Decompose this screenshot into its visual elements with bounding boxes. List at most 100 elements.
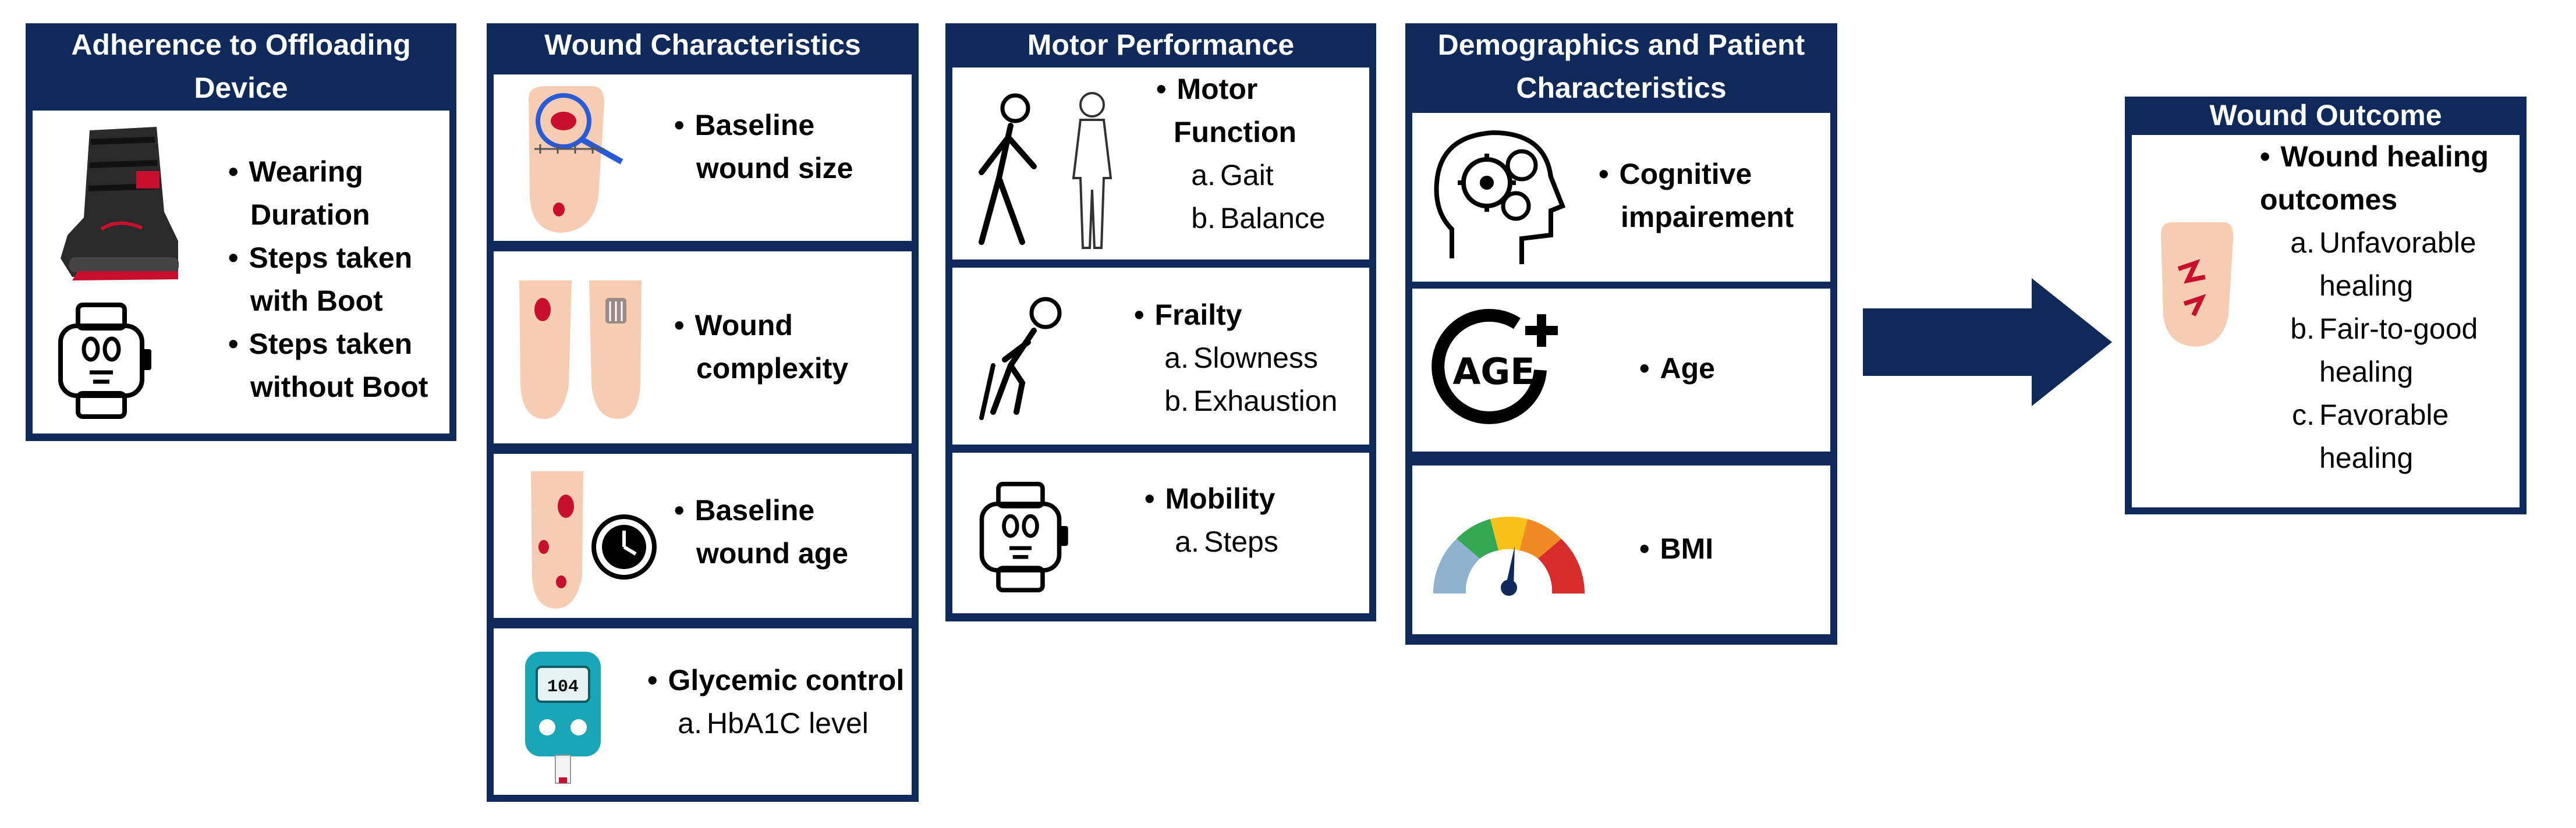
frailty-text: Frailty a. Slowness b. Exhaustion bbox=[1134, 293, 1338, 422]
wound-outcome-title: Wound Outcome bbox=[2209, 99, 2442, 132]
feet-wounds-icon bbox=[508, 269, 653, 426]
sub-text: Slowness bbox=[1193, 342, 1318, 374]
wound-outcome-label: Wound healing bbox=[2260, 135, 2489, 178]
marker: b. bbox=[1191, 202, 1216, 234]
wound-complexity-label-cont: complexity bbox=[696, 352, 849, 385]
glycemic-label: Glycemic control bbox=[647, 659, 905, 702]
adherence-item-3-cont: without Boot bbox=[250, 371, 428, 403]
wound-size-label: Baseline bbox=[674, 104, 853, 147]
marker: a. bbox=[1191, 159, 1216, 191]
sub-text: Favorable bbox=[2319, 399, 2449, 431]
frailty-card: Frailty a. Slowness b. Exhaustion bbox=[952, 268, 1369, 445]
wound-age-text: Baseline wound age bbox=[674, 489, 849, 575]
marker: b. bbox=[1164, 385, 1189, 417]
wound-size-text: Baseline wound size bbox=[674, 104, 853, 190]
adherence-group: Adherence to Offloading Device bbox=[26, 23, 456, 441]
foot-clock-icon bbox=[508, 465, 659, 611]
outcome-sub-favorable-cont: healing bbox=[2260, 436, 2489, 479]
wound-age-label: Baseline bbox=[674, 489, 848, 532]
motor-function-sub-gait: a. Gait bbox=[1156, 154, 1326, 197]
wound-characteristics-group: Wound Characteristics Baseline wound siz… bbox=[487, 23, 919, 802]
sub-text: Gait bbox=[1220, 159, 1274, 191]
bmi-text: BMI bbox=[1639, 527, 1714, 570]
adherence-card: Wearing Duration Steps taken with Boot S… bbox=[33, 111, 449, 433]
smartwatch-icon bbox=[43, 303, 160, 419]
body-figure-icon bbox=[1063, 91, 1121, 254]
adherence-text: Wearing Duration Steps taken with Boot S… bbox=[228, 150, 428, 408]
age-card: AGE Age bbox=[1412, 289, 1830, 452]
sub-text: Fair-to-good bbox=[2319, 312, 2478, 345]
glycemic-sub: a. HbA1C level bbox=[647, 702, 904, 745]
demographics-title-line-2: Characteristics bbox=[1516, 72, 1727, 104]
offloading-boot-icon bbox=[49, 119, 183, 299]
glucometer-icon: 104 bbox=[519, 646, 607, 786]
demographics-title-line-1: Demographics and Patient bbox=[1437, 29, 1805, 61]
wound-outcome-text: Wound healing outcomes a. Unfavorable he… bbox=[2260, 135, 2489, 479]
glycemic-text: Glycemic control a. HbA1C level bbox=[647, 659, 905, 745]
marker: a. bbox=[1175, 525, 1199, 558]
adherence-title-line-2: Device bbox=[194, 72, 288, 104]
wound-complexity-card: Wound complexity bbox=[494, 251, 912, 443]
motor-function-sub-balance: b. Balance bbox=[1156, 197, 1326, 240]
outcome-sub-fair-cont: healing bbox=[2260, 350, 2489, 393]
mobility-text: Mobility a. Steps bbox=[1145, 477, 1278, 563]
wound-age-card: Baseline wound age bbox=[494, 454, 912, 618]
adherence-title-line-1: Adherence to Offloading bbox=[71, 29, 411, 61]
sub-text: Unfavorable bbox=[2319, 226, 2476, 259]
adherence-item-2-cont: with Boot bbox=[250, 285, 383, 317]
glycemic-sub-marker: a. bbox=[678, 707, 702, 740]
frailty-label: Frailty bbox=[1134, 293, 1337, 336]
wound-outcome-group: Wound Outcome Wound healing outcomes a. … bbox=[2125, 97, 2527, 514]
mobility-label: Mobility bbox=[1145, 477, 1278, 520]
wound-complexity-label: Wound bbox=[674, 304, 848, 347]
glycemic-sub-text: HbA1C level bbox=[707, 707, 869, 740]
mobility-card: Mobility a. Steps bbox=[952, 453, 1369, 613]
outcome-sub-unfavorable: a. Unfavorable bbox=[2260, 221, 2489, 264]
marker: a. bbox=[1164, 342, 1189, 374]
motor-function-label: Motor bbox=[1156, 67, 1326, 111]
sub-text: healing bbox=[2319, 442, 2414, 474]
wound-outcome-card: Wound healing outcomes a. Unfavorable he… bbox=[2132, 135, 2520, 507]
age-text: Age bbox=[1639, 347, 1715, 390]
wound-age-label-cont: wound age bbox=[696, 537, 849, 570]
adherence-item-1-cont: Duration bbox=[250, 198, 370, 231]
motor-performance-title: Motor Performance bbox=[1027, 29, 1295, 61]
age-label: Age bbox=[1639, 347, 1715, 390]
sub-text: Steps bbox=[1204, 525, 1278, 558]
motor-function-text: Motor Function a. Gait b. Balance bbox=[1156, 67, 1326, 240]
sub-text: healing bbox=[2319, 356, 2414, 388]
frail-person-icon bbox=[970, 296, 1075, 424]
adherence-item-1: Wearing bbox=[228, 150, 428, 193]
cognitive-text: Cognitive impairement bbox=[1599, 152, 1794, 239]
cognitive-card: Cognitive impairement bbox=[1412, 113, 1830, 282]
wound-size-card: Baseline wound size bbox=[494, 74, 912, 241]
demographics-title: Demographics and Patient Characteristics bbox=[1405, 23, 1837, 109]
marker: b. bbox=[2290, 312, 2315, 345]
mobility-sub-steps: a. Steps bbox=[1145, 520, 1278, 563]
outcome-sub-fair: b. Fair-to-good bbox=[2260, 307, 2489, 350]
bmi-gauge-icon bbox=[1422, 500, 1596, 599]
motor-function-label-cont: Function bbox=[1174, 116, 1297, 148]
motor-function-card: Motor Function a. Gait b. Balance bbox=[952, 67, 1369, 260]
wound-characteristics-title: Wound Characteristics bbox=[544, 29, 861, 61]
wound-size-label-cont: wound size bbox=[696, 152, 853, 184]
frailty-sub-slowness: a. Slowness bbox=[1134, 336, 1337, 379]
frailty-sub-exhaustion: b. Exhaustion bbox=[1134, 379, 1337, 422]
smartwatch-icon bbox=[965, 482, 1076, 592]
sub-text: Exhaustion bbox=[1193, 385, 1338, 417]
sub-text: Balance bbox=[1220, 202, 1326, 234]
outcome-sub-unfavorable-cont: healing bbox=[2260, 264, 2489, 307]
glucometer-display: 104 bbox=[547, 677, 579, 697]
bmi-label: BMI bbox=[1639, 527, 1714, 570]
age-plus-icon: AGE bbox=[1430, 306, 1564, 434]
motor-performance-group: Motor Performance Motor Function a. Gait… bbox=[945, 23, 1376, 621]
adherence-item-3: Steps taken bbox=[228, 322, 428, 365]
marker: c. bbox=[2292, 399, 2315, 431]
adherence-item-2: Steps taken bbox=[228, 236, 428, 279]
wound-complexity-text: Wound complexity bbox=[674, 304, 849, 390]
wound-outcome-label-cont: outcomes bbox=[2260, 183, 2398, 216]
foot-wound-icon bbox=[2149, 216, 2237, 350]
cognitive-label: Cognitive bbox=[1599, 152, 1794, 196]
foot-magnifier-icon bbox=[505, 80, 639, 237]
demographics-group: Demographics and Patient Characteristics… bbox=[1405, 23, 1837, 645]
